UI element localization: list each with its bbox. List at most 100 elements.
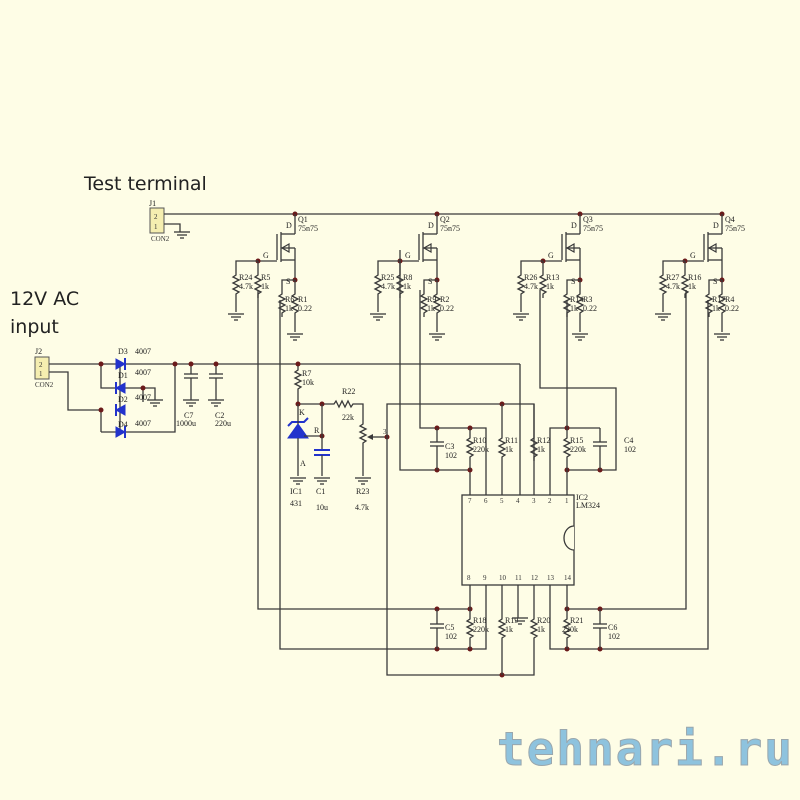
svg-text:R4: R4 [725,295,734,304]
svg-text:2: 2 [39,361,43,369]
opamp-pin: 13 [547,574,555,582]
svg-text:75n75: 75n75 [583,224,603,233]
svg-text:D: D [713,221,719,230]
svg-text:R24: R24 [239,273,252,282]
svg-text:R15: R15 [570,436,583,445]
svg-text:1: 1 [39,370,43,378]
svg-text:220k: 220k [570,445,586,454]
svg-text:Q1: Q1 [298,215,308,224]
svg-text:R19: R19 [505,616,518,625]
svg-text:220k: 220k [473,445,489,454]
svg-text:102: 102 [445,632,457,641]
svg-text:4007: 4007 [135,368,151,377]
svg-text:2: 2 [154,213,158,221]
svg-text:10k: 10k [302,378,314,387]
opamp-pin: 14 [564,574,572,582]
svg-text:D1: D1 [118,371,128,380]
svg-text:IC2: IC2 [576,493,588,502]
svg-text:10u: 10u [316,503,328,512]
svg-text:G: G [263,251,269,260]
svg-text:0.22: 0.22 [440,304,454,313]
opamp-pin: 10 [499,574,507,582]
svg-text:R20: R20 [537,616,550,625]
svg-text:C1: C1 [316,487,325,496]
svg-text:S: S [571,277,575,286]
svg-text:K: K [299,408,305,417]
svg-text:75n75: 75n75 [440,224,460,233]
svg-text:220k: 220k [473,625,489,634]
svg-text:R11: R11 [505,436,518,445]
svg-text:C7: C7 [184,411,193,420]
svg-text:A: A [300,459,306,468]
svg-text:R27: R27 [666,273,679,282]
svg-text:R13: R13 [546,273,559,282]
svg-text:1k: 1k [537,625,545,634]
svg-text:R2: R2 [440,295,449,304]
svg-text:102: 102 [445,451,457,460]
svg-text:D: D [286,221,292,230]
svg-text:1k: 1k [688,282,696,291]
svg-text:4.7k: 4.7k [524,282,538,291]
svg-text:LM324: LM324 [576,501,600,510]
svg-text:431: 431 [290,499,302,508]
svg-text:1k: 1k [570,304,578,313]
svg-text:S: S [428,277,432,286]
svg-text:R17: R17 [712,295,725,304]
svg-text:1k: 1k [537,445,545,454]
svg-text:G: G [690,251,696,260]
svg-text:C4: C4 [624,436,633,445]
watermark: tehnari.ru [497,722,794,776]
svg-text:1k: 1k [505,625,513,634]
opamp-pin: 3 [532,497,536,505]
svg-text:0.22: 0.22 [725,304,739,313]
opamp-pin: 1 [565,497,569,505]
opamp-pin: 9 [483,574,487,582]
test-terminal-label: Test terminal [83,173,207,195]
svg-text:1000u: 1000u [176,419,196,428]
svg-text:R: R [314,426,320,435]
svg-text:Q4: Q4 [725,215,735,224]
svg-text:3: 3 [383,428,387,436]
svg-text:1k: 1k [261,282,269,291]
svg-text:D2: D2 [118,395,128,404]
svg-text:R5: R5 [261,273,270,282]
svg-text:R9: R9 [427,295,436,304]
svg-text:R21: R21 [570,616,583,625]
svg-text:220u: 220u [215,419,231,428]
diode-d4 [115,426,127,438]
svg-text:22k: 22k [342,413,354,422]
opamp-pin: 8 [467,574,471,582]
svg-text:Q3: Q3 [583,215,593,224]
ac-input-label-line1: 12V AC [10,288,79,310]
svg-text:75n75: 75n75 [725,224,745,233]
opamp-pin: 12 [531,574,539,582]
svg-text:R25: R25 [381,273,394,282]
svg-text:R14: R14 [570,295,583,304]
svg-text:CON2: CON2 [35,381,54,389]
svg-text:1k: 1k [285,304,293,313]
diode-d2 [114,404,126,416]
capacitor-c7: C7 1000u [176,361,200,428]
svg-text:J2: J2 [35,347,42,356]
svg-text:R7: R7 [302,369,311,378]
svg-text:J1: J1 [149,199,156,208]
connector-j2: J2 2 1 CON2 [34,347,54,389]
svg-text:1k: 1k [505,445,513,454]
opamp-pin: 11 [515,574,522,582]
svg-text:S: S [286,277,290,286]
opamp-pin: 4 [516,497,520,505]
svg-text:R16: R16 [688,273,701,282]
svg-text:D: D [428,221,434,230]
svg-text:R10: R10 [473,436,486,445]
svg-text:4007: 4007 [135,393,151,402]
svg-text:1: 1 [154,223,158,231]
capacitor-c2: C2 220u [207,361,231,428]
